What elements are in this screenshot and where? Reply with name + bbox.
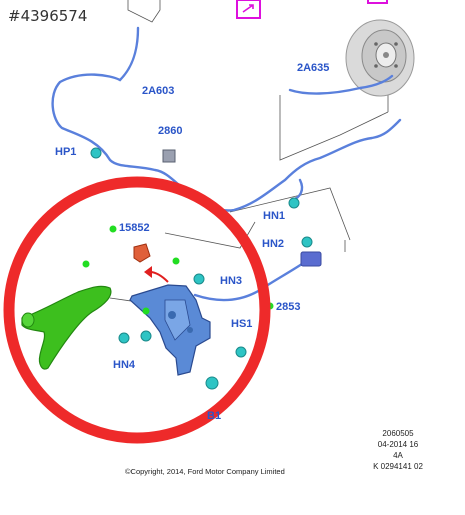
meta-line-2: 04-2014 16 — [377, 440, 419, 449]
label-HN2[interactable]: HN2 — [262, 238, 285, 250]
label-HN1[interactable]: HN1 — [263, 210, 286, 222]
meta-line-1: 2060505 — [382, 429, 414, 438]
clip-hn2 — [301, 236, 313, 248]
label-HP1[interactable]: HP1 — [55, 146, 77, 158]
marker-lever — [82, 260, 90, 268]
clip-hs1 — [235, 346, 247, 358]
switch-15852-icon — [133, 243, 151, 263]
label-HS1[interactable]: HS1 — [231, 318, 253, 330]
handbrake-lever-icon — [21, 285, 139, 370]
bracket-2860 — [162, 149, 176, 163]
clip-hn3 — [193, 273, 205, 285]
label-B1[interactable]: B1 — [207, 410, 222, 422]
cable-2A635 — [288, 74, 394, 95]
clip-hn4 — [118, 332, 130, 344]
label-2853[interactable]: 2853 — [276, 301, 301, 313]
label-2860[interactable]: 2860 — [158, 125, 183, 137]
cable-clips — [90, 147, 322, 390]
cable-front — [193, 260, 307, 302]
clip-hp1 — [90, 147, 102, 159]
copyright-notice: ©Copyright, 2014, Ford Motor Company Lim… — [125, 467, 285, 476]
label-HN3[interactable]: HN3 — [220, 275, 243, 287]
magenta-box-left — [236, 0, 261, 19]
brake-drum-icon — [345, 19, 415, 97]
magenta-box-right — [367, 0, 388, 4]
handbrake-mechanism-icon — [129, 284, 211, 376]
meta-line-4: K 0294141 02 — [373, 462, 423, 471]
reference-id: #4396574 — [8, 7, 88, 25]
clip-pivot — [140, 330, 152, 342]
magenta-callouts — [236, 0, 388, 19]
label-HN4[interactable]: HN4 — [113, 359, 136, 371]
label-2A603[interactable]: 2A603 — [142, 85, 175, 97]
meta-line-3: 4A — [393, 451, 403, 460]
bolt-b1 — [205, 376, 219, 390]
clip-hn1 — [288, 197, 300, 209]
marker-pivot — [142, 307, 150, 315]
highlight-circle — [3, 176, 271, 444]
drawing-meta: 2060505 04-2014 16 4A K 0294141 02 — [366, 428, 430, 472]
cable-main — [51, 26, 402, 212]
bracket-2853 — [300, 251, 322, 267]
marker-mechanism — [172, 257, 180, 265]
label-15852[interactable]: 15852 — [119, 222, 150, 234]
label-2A635[interactable]: 2A635 — [297, 62, 330, 74]
red-arrow-icon — [144, 266, 169, 283]
marker-15852 — [109, 225, 117, 233]
